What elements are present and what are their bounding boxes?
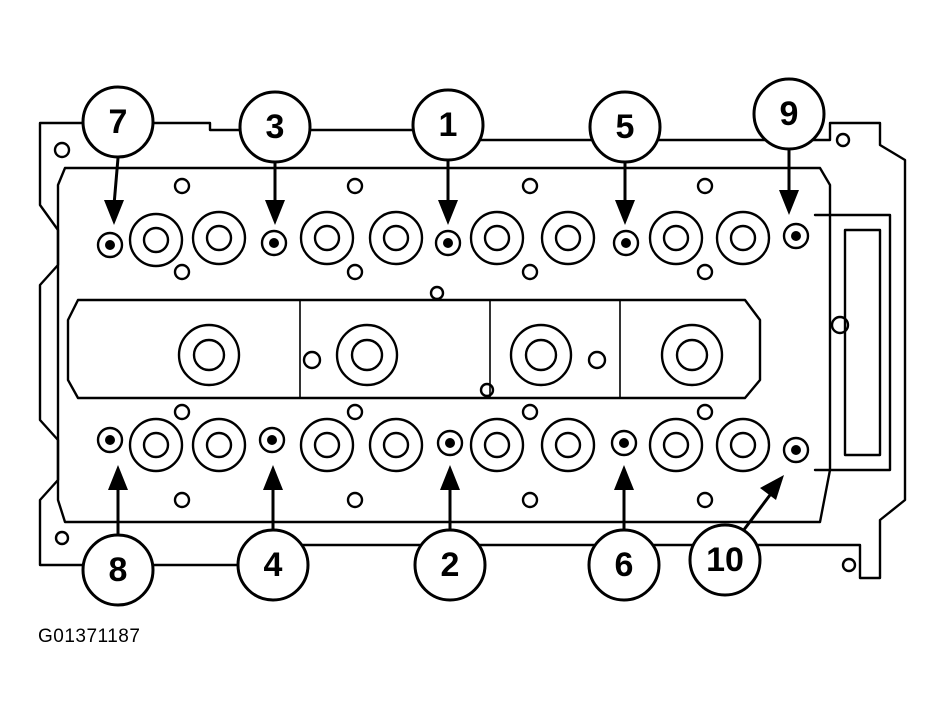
svg-text:5: 5 [616,108,635,146]
callout-bolt-3: 3 [238,90,312,164]
small-fasteners [53,132,857,573]
svg-text:1: 1 [439,106,458,144]
svg-text:3: 3 [266,108,285,146]
callout-bolt-1: 1 [411,88,485,162]
svg-text:4: 4 [264,546,283,584]
callout-bolt-9: 9 [752,77,826,151]
callout-bolt-2: 2 [413,528,487,602]
svg-text:7: 7 [109,103,128,141]
cylinder-head-outline [38,121,907,580]
svg-text:9: 9 [780,95,799,133]
callouts: 7 3 1 5 9 8 4 2 6 10 [81,77,826,607]
callout-bolt-7: 7 [81,85,155,159]
svg-text:6: 6 [615,546,634,584]
figure-id: G01371187 [38,626,141,647]
camshaft-journals [128,210,771,473]
svg-text:8: 8 [109,551,128,589]
head-bolts [96,222,810,464]
svg-text:2: 2 [441,546,460,584]
callout-bolt-4: 4 [236,528,310,602]
svg-text:10: 10 [706,541,744,579]
callout-bolt-10: 10 [688,523,762,597]
callout-arrows [104,150,799,536]
callout-bolt-8: 8 [81,533,155,607]
callout-bolt-5: 5 [588,90,662,164]
callout-bolt-6: 6 [587,528,661,602]
